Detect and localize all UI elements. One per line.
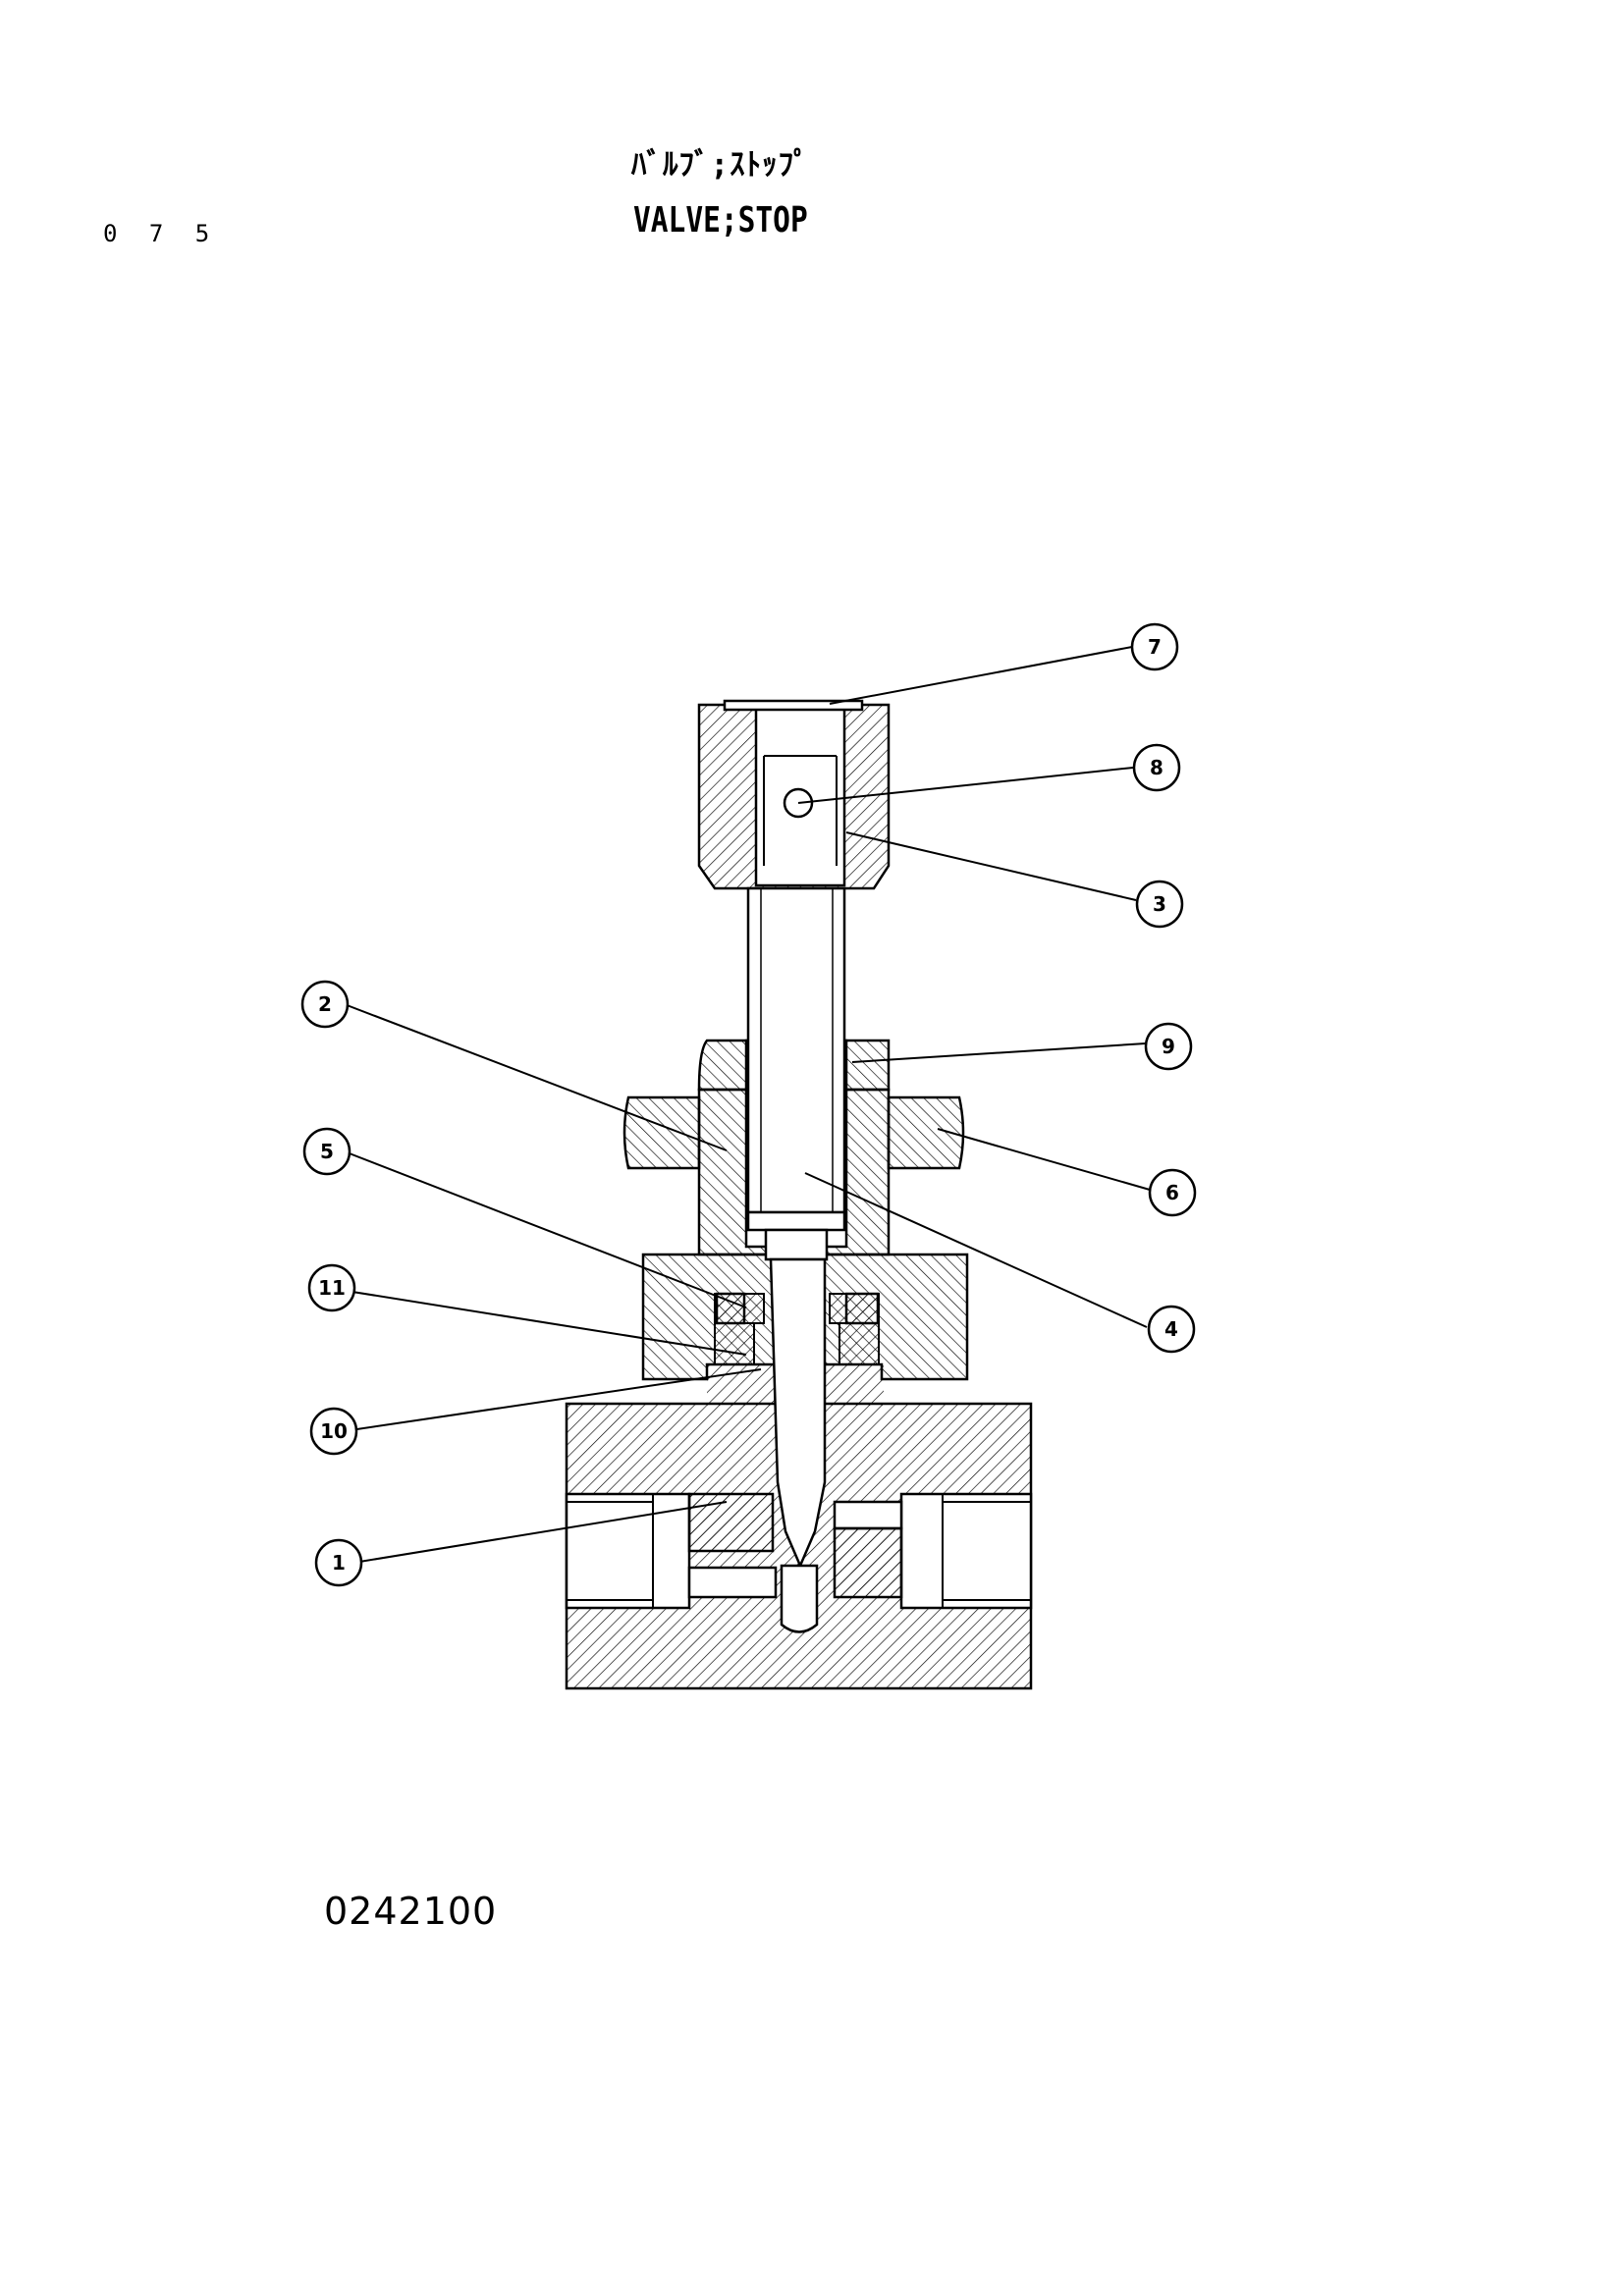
page-number: 0 7 5 bbox=[103, 220, 219, 247]
callout-label: 9 bbox=[1162, 1035, 1175, 1058]
callout-label: 7 bbox=[1148, 635, 1162, 659]
callout-9: 9 bbox=[1144, 1022, 1193, 1071]
callout-label: 10 bbox=[320, 1419, 348, 1443]
callout-label: 11 bbox=[318, 1276, 346, 1300]
title-japanese: ﾊﾞﾙﾌﾞ;ｽﾄｯﾌﾟ bbox=[631, 147, 810, 183]
callout-10: 10 bbox=[309, 1407, 358, 1456]
callout-2: 2 bbox=[300, 980, 350, 1029]
title-english: VALVE;STOP bbox=[633, 200, 808, 240]
callout-4: 4 bbox=[1147, 1305, 1196, 1354]
leader-lines bbox=[333, 646, 1151, 1564]
callout-label: 6 bbox=[1165, 1181, 1179, 1204]
callout-label: 5 bbox=[320, 1140, 334, 1163]
packing-parts bbox=[714, 1293, 880, 1365]
callout-6: 6 bbox=[1148, 1168, 1197, 1217]
callout-label: 1 bbox=[332, 1551, 346, 1575]
drawing-number: 0242100 bbox=[324, 1890, 498, 1933]
callout-3: 3 bbox=[1135, 880, 1184, 929]
callout-11: 11 bbox=[307, 1263, 356, 1312]
valve-stem bbox=[746, 886, 846, 1633]
callout-label: 4 bbox=[1164, 1317, 1178, 1341]
callout-7: 7 bbox=[1130, 622, 1179, 671]
callout-1: 1 bbox=[314, 1538, 363, 1587]
callout-5: 5 bbox=[302, 1127, 352, 1176]
callout-label: 8 bbox=[1150, 756, 1163, 779]
callout-8: 8 bbox=[1132, 743, 1181, 792]
lock-nut bbox=[622, 1095, 965, 1170]
callout-label: 2 bbox=[318, 992, 332, 1016]
handle bbox=[697, 699, 891, 890]
callout-label: 3 bbox=[1153, 892, 1166, 916]
